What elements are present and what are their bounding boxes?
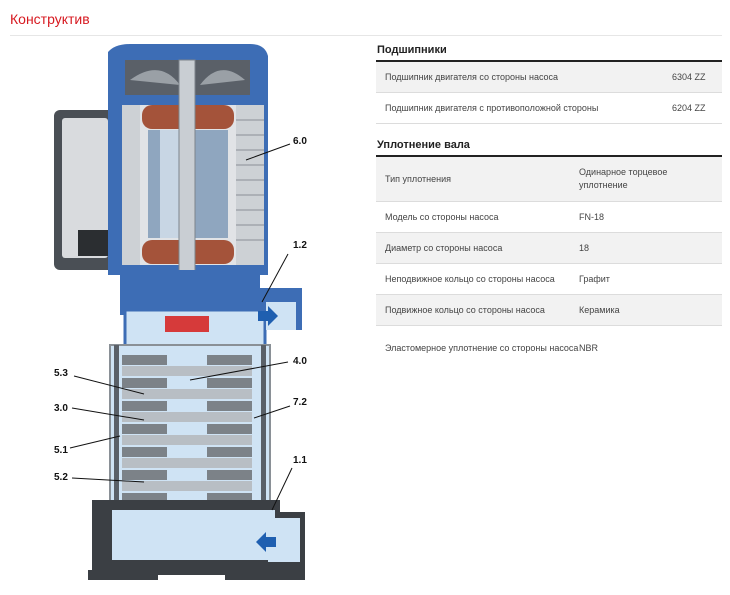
terminal-box-cover xyxy=(62,118,108,258)
row-value: FN-18 xyxy=(579,211,605,222)
row-value: Графит xyxy=(579,273,610,284)
row-label: Подшипник двигателя с противоположной ст… xyxy=(385,103,599,113)
row-value: 6304 ZZ xyxy=(672,72,706,82)
diffuser-stack xyxy=(122,366,252,491)
row-label: Подвижное кольцо со стороны насоса xyxy=(385,305,545,315)
row-label: Диаметр со стороны насоса xyxy=(385,243,503,253)
row-label: Подшипник двигателя со стороны насоса xyxy=(385,72,559,82)
tie-rod-right xyxy=(261,345,266,515)
table-row: Тип уплотнения Одинарное торцевое уплотн… xyxy=(376,157,722,202)
outlet-arrow xyxy=(258,306,278,326)
base-foot-right xyxy=(225,570,305,580)
row-label: Эластомерное уплотнение со стороны насос… xyxy=(385,343,579,353)
fan-blade xyxy=(200,70,245,85)
bearings-section-title: Подшипники xyxy=(376,40,722,62)
row-value: NBR xyxy=(579,342,599,353)
callout-1-1: 1.1 xyxy=(293,455,307,466)
callout-5-1: 5.1 xyxy=(54,445,68,456)
row-label: Модель со стороны насоса xyxy=(385,212,499,222)
row-label: Неподвижное кольцо со стороны насоса xyxy=(385,274,555,284)
shaft-seal-table: Тип уплотнения Одинарное торцевое уплотн… xyxy=(376,157,722,370)
lantern-bracket xyxy=(120,270,268,315)
row-value: 6204 ZZ xyxy=(672,103,706,113)
bearings-table: Подшипник двигателя со стороны насоса 63… xyxy=(376,62,722,124)
leader-lines xyxy=(69,143,293,511)
table-row: Подшипник двигателя со стороны насоса 63… xyxy=(376,62,722,93)
mechanical-seal xyxy=(165,316,209,332)
capacitor xyxy=(78,230,108,256)
callout-5-2: 5.2 xyxy=(54,472,68,483)
motor-fins-right xyxy=(236,105,264,265)
callout-3-0: 3.0 xyxy=(54,403,68,414)
tie-rod-left xyxy=(114,345,119,515)
title-divider xyxy=(10,35,722,36)
row-value: Одинарное торцевое уплотнение xyxy=(579,167,668,190)
spec-tables: Подшипники Подшипник двигателя со сторон… xyxy=(376,40,722,370)
fan-blade xyxy=(130,70,180,85)
inlet-arrow xyxy=(256,532,276,552)
rotor-highlight xyxy=(160,130,182,238)
impeller-stack xyxy=(122,355,252,503)
callout-7-2: 7.2 xyxy=(293,397,307,408)
callout-6-0: 6.0 xyxy=(293,136,307,147)
pump-cutaway-diagram: 6.0 1.2 4.0 5.3 7.2 3.0 5.1 1.1 5.2 xyxy=(54,44,307,580)
callout-5-3: 5.3 xyxy=(54,368,68,379)
callout-1-2: 1.2 xyxy=(293,240,307,251)
row-value: 18 xyxy=(579,242,590,253)
fin-lines xyxy=(236,119,264,241)
row-label: Тип уплотнения xyxy=(385,174,452,184)
table-row: Модель со стороны насоса FN-18 xyxy=(376,202,722,233)
shaft-seal-section-title: Уплотнение вала xyxy=(376,135,722,157)
inlet-chamber xyxy=(112,510,275,560)
table-row: Подвижное кольцо со стороны насоса Керам… xyxy=(376,295,722,326)
table-row: Диаметр со стороны насоса 18 xyxy=(376,233,722,264)
table-row: Эластомерное уплотнение со стороны насос… xyxy=(376,326,722,370)
page-title: Конструктив xyxy=(10,11,90,27)
base-foot-left xyxy=(88,570,158,580)
row-value: Керамика xyxy=(579,304,620,315)
table-row: Подшипник двигателя с противоположной ст… xyxy=(376,93,722,124)
table-row: Неподвижное кольцо со стороны насоса Гра… xyxy=(376,264,722,295)
callout-4-0: 4.0 xyxy=(293,356,307,367)
motor-fins-left xyxy=(122,105,140,265)
